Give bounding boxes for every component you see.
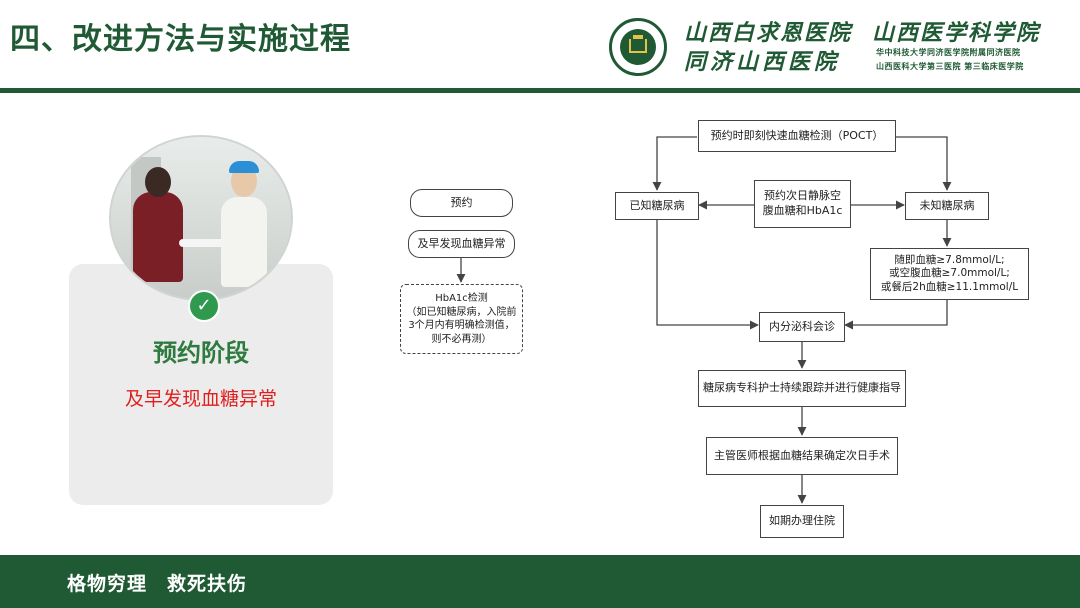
hospital-name-1: 山西白求恩医院 [684, 20, 853, 46]
consultation-photo [109, 135, 293, 301]
flow-node-poct: 预约时即刻快速血糖检测（POCT） [698, 120, 896, 152]
arrow-known-consult [656, 220, 759, 330]
hospital-name-2: 同济山西医院 [684, 49, 841, 75]
affiliation-line-2: 山西医科大学第三医院 第三临床医学院 [876, 61, 1024, 71]
flow-node-criteria: 随即血糖≥7.8mmol/L; 或空腹血糖≥7.0mmol/L; 或餐后2h血糖… [870, 248, 1029, 300]
arrow-criteria-consult [844, 300, 948, 330]
stage-title: 预约阶段 [153, 339, 249, 367]
slide-footer [0, 555, 1080, 608]
flow-node-known-diabetes: 已知糖尿病 [615, 192, 699, 220]
flow-node-next-day-test: 预约次日静脉空腹血糖和HbA1c [754, 180, 851, 228]
flow-node-appointment: 预约 [410, 189, 513, 217]
flow-node-doctor-decision: 主管医师根据血糖结果确定次日手术 [706, 437, 898, 475]
flow-node-hba1c: HbA1c检测 （如已知糖尿病，入院前3个月内有明确检测值，则不必再测） [400, 284, 523, 354]
arrow-poct-known [652, 136, 697, 191]
arrow-poct-unknown [896, 136, 952, 191]
flow-node-nurse-followup: 糖尿病专科护士持续跟踪并进行健康指导 [698, 370, 906, 407]
flow-node-early-detect: 及早发现血糖异常 [408, 230, 515, 258]
stage-subtitle: 及早发现血糖异常 [124, 388, 277, 410]
flow-node-admission: 如期办理住院 [760, 505, 844, 538]
slide-header: 四、改进方法与实施过程 山西白求恩医院 同济山西医院 山西医学科学院 华中科技大… [0, 0, 1080, 88]
slide-title: 四、改进方法与实施过程 [10, 22, 351, 57]
footer-motto: 格物穷理 救死扶伤 [67, 573, 248, 595]
flow-node-endocrine-consult: 内分泌科会诊 [759, 312, 845, 342]
affiliation-line-1: 华中科技大学同济医学院附属同济医院 [876, 47, 1021, 57]
flow-node-unknown-diabetes: 未知糖尿病 [905, 192, 989, 220]
check-icon: ✓ [188, 290, 220, 322]
header-divider [0, 88, 1080, 93]
hospital-logo-icon [609, 18, 667, 76]
college-name: 山西医学科学院 [872, 20, 1041, 46]
